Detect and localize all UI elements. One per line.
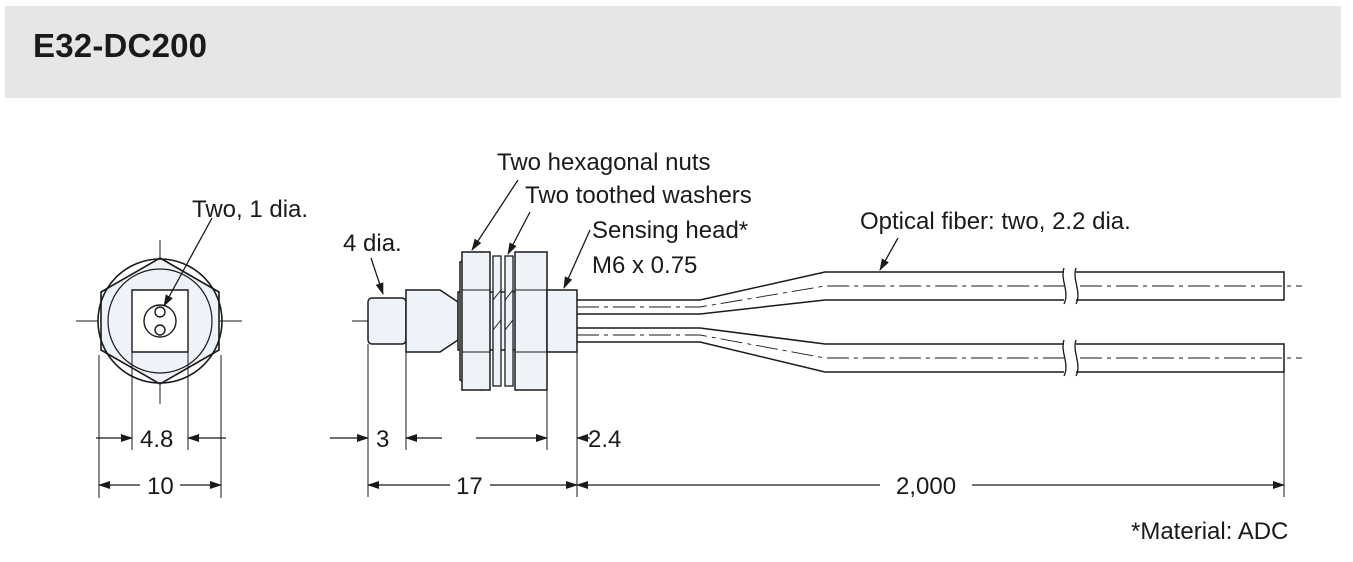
head-face	[143, 304, 177, 338]
leader-sensing-head	[563, 229, 591, 289]
dim-4-8: 4.8	[140, 426, 173, 453]
washer-tooth	[492, 289, 502, 301]
leader-optical-fiber	[879, 237, 899, 271]
washer-tooth	[504, 289, 514, 301]
leader-hex-nuts	[471, 179, 519, 251]
page-title: E32-DC200	[33, 27, 208, 64]
washer-circle	[97, 258, 223, 384]
sensing-head-collar	[546, 289, 578, 353]
label-thread: M6 x 0.75	[592, 252, 697, 279]
label-toothed-washers: Two toothed washers	[525, 182, 752, 209]
label-two-1-dia: Two, 1 dia.	[192, 196, 308, 223]
sensor-body	[405, 289, 459, 353]
front-view	[76, 217, 244, 498]
washer-tooth	[492, 319, 502, 331]
dim-3: 3	[376, 426, 389, 453]
fiber-upper-outline	[577, 271, 1064, 315]
fiber-ends	[1076, 271, 1285, 373]
sensor-tip	[367, 297, 407, 345]
fiber-centerline-lower	[577, 334, 1064, 359]
hex-nut-2	[514, 251, 548, 391]
leader-two-dia	[163, 217, 213, 307]
title-bar	[5, 6, 1341, 98]
label-sensing-head: Sensing head*	[592, 217, 748, 244]
fiber-hole-1	[154, 306, 166, 318]
dim-10: 10	[147, 473, 174, 500]
toothed-washer-1	[492, 255, 502, 387]
hex-nut-1-body	[461, 251, 491, 391]
break-mark-lower	[1062, 339, 1079, 377]
dim-2000: 2,000	[896, 473, 956, 500]
leader-4-dia	[370, 257, 384, 295]
inner-circle	[107, 268, 213, 374]
break-mark-upper	[1062, 267, 1079, 305]
fiber-centerline-upper	[577, 285, 1064, 308]
toothed-washer-2	[504, 255, 514, 387]
fiber-hole-2	[154, 324, 166, 336]
label-optical-fiber: Optical fiber: two, 2.2 dia.	[860, 208, 1131, 235]
label-4-dia: 4 dia.	[343, 230, 402, 257]
washer-tooth	[504, 319, 514, 331]
dim-2-4: 2.4	[588, 426, 621, 453]
dim-17: 17	[456, 473, 483, 500]
flat-face	[131, 289, 189, 353]
side-view	[330, 179, 1302, 497]
footnote: *Material: ADC	[1131, 518, 1288, 545]
fiber-lower-outline	[577, 327, 1064, 373]
label-hex-nuts: Two hexagonal nuts	[497, 149, 710, 176]
leader-toothed-washers	[507, 211, 531, 255]
